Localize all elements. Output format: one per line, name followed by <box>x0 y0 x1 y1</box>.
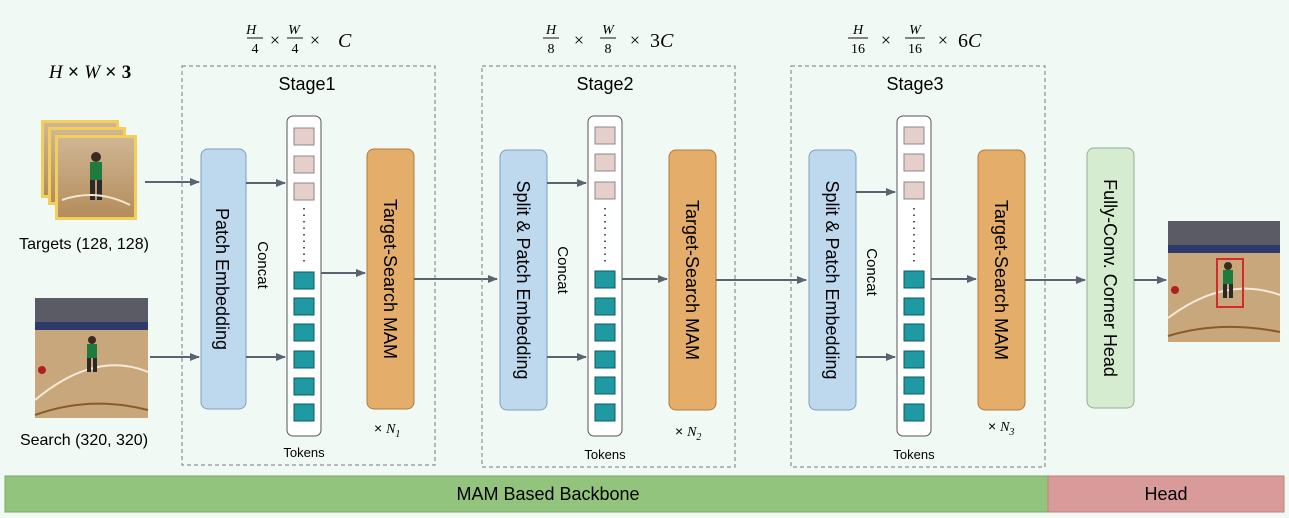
stage-2-target-token <box>594 126 616 145</box>
stage-1-target-token <box>293 182 315 201</box>
stage-2-title: Stage2 <box>576 74 633 94</box>
stage-1-tokens-label: Tokens <box>283 445 325 460</box>
stage-3-search-token <box>903 270 925 289</box>
stage-1-target-token <box>293 127 315 146</box>
stage-1-concat-label: Concat <box>254 241 271 289</box>
stage-3-search-token <box>903 323 925 342</box>
output-image <box>1167 221 1281 342</box>
predicted-bbox <box>1216 258 1244 308</box>
stage-1-search-token <box>293 377 315 396</box>
stage-2-search-token <box>594 403 616 422</box>
svg-text:16: 16 <box>908 42 922 57</box>
svg-text:4: 4 <box>292 42 299 57</box>
svg-text:H: H <box>852 23 864 38</box>
targets-label: Targets (128, 128) <box>19 236 149 253</box>
stage-1-embed-label: Patch Embedding <box>212 208 232 350</box>
stage-2-search-token <box>594 323 616 342</box>
stage-1-dims: H W <box>245 17 301 39</box>
stage-3-target-token <box>903 126 925 145</box>
head-bar <box>1047 475 1285 513</box>
stage-2-concat-label: Concat <box>554 246 571 294</box>
corner-head-block <box>1086 147 1135 409</box>
stage-2-mam-label: Target-Search MAM <box>682 200 702 360</box>
stage-2-search-token <box>594 297 616 316</box>
stage-2-frame <box>481 65 736 468</box>
stage-3-search-token <box>903 376 925 395</box>
stage-1-frame <box>181 65 436 466</box>
svg-text:×: × <box>270 30 280 50</box>
stage-1-embed-block <box>200 148 247 410</box>
stage-3-embed-label: Split & Patch Embedding <box>822 180 842 379</box>
stage-1: H W 4 4 × × C Stage1 Patch Embedding Con… <box>181 17 436 466</box>
stage-2-search-token <box>594 270 616 289</box>
stage-3-concat-label: Concat <box>863 248 880 296</box>
stage-1-search-token <box>293 403 315 422</box>
stage-3-target-token <box>903 153 925 172</box>
stage-3-mam-label: Target-Search MAM <box>991 200 1011 360</box>
stage-1-search-token <box>293 323 315 342</box>
stage-2-repeat: × N2 <box>675 423 701 443</box>
svg-text:×: × <box>938 30 948 50</box>
stage-1-mam-label: Target-Search MAM <box>380 199 400 359</box>
stage-2-channels: 3C <box>650 30 674 52</box>
stage-3: H W 16 16 × × 6C Stage3 Split & Patch Em… <box>790 23 1046 468</box>
svg-text:W: W <box>909 23 922 38</box>
stage-3-repeat: × N3 <box>988 418 1014 438</box>
stage-2-search-token <box>594 376 616 395</box>
backbone-bar <box>4 475 1049 513</box>
stage-3-frame <box>790 65 1046 468</box>
search-image <box>34 298 149 418</box>
head-bar-label: Head <box>1144 484 1187 504</box>
target-image-3 <box>55 135 137 220</box>
stage-3-title: Stage3 <box>886 74 943 94</box>
stage-2-search-token <box>594 350 616 369</box>
stage-1-target-token <box>293 155 315 174</box>
stage-1-search-token <box>293 297 315 316</box>
stage-3-channels: 6C <box>958 30 982 52</box>
input-dims-label: H × W × 3 <box>48 62 131 83</box>
corner-head-label: Fully-Conv. Corner Head <box>1100 179 1120 377</box>
stage-1-title: Stage1 <box>278 74 335 94</box>
stage-2-target-token <box>594 153 616 172</box>
stage-1-repeat: × N1 <box>374 420 400 440</box>
svg-text:4: 4 <box>252 42 259 57</box>
svg-text:H: H <box>545 23 557 38</box>
stage-2: H W 8 8 × × 3C Stage2 Split & Patch Embe… <box>481 23 736 468</box>
svg-text:×: × <box>310 30 320 50</box>
stage-1-channels: C <box>338 30 352 52</box>
backbone-bar-label: MAM Based Backbone <box>456 484 639 504</box>
stage-2-embed-block <box>499 149 548 411</box>
stage-3-embed-block <box>808 149 857 411</box>
svg-text:8: 8 <box>605 42 612 57</box>
search-label: Search (320, 320) <box>20 432 148 449</box>
stage-1-search-token <box>293 271 315 290</box>
target-images <box>41 120 137 220</box>
svg-text:8: 8 <box>548 42 555 57</box>
stage-1-search-token <box>293 350 315 369</box>
stage-3-search-token <box>903 350 925 369</box>
stage-3-search-token <box>903 297 925 316</box>
svg-text:×: × <box>574 30 584 50</box>
svg-text:×: × <box>630 30 640 50</box>
stage-3-tokens-label: Tokens <box>893 447 935 462</box>
svg-text:16: 16 <box>851 42 865 57</box>
svg-text:W: W <box>602 23 615 38</box>
stage-2-embed-label: Split & Patch Embedding <box>513 180 533 379</box>
svg-text:×: × <box>881 30 891 50</box>
stage-3-search-token <box>903 403 925 422</box>
stage-3-target-token <box>903 181 925 200</box>
stage-2-target-token <box>594 181 616 200</box>
stage-2-tokens-label: Tokens <box>584 447 626 462</box>
